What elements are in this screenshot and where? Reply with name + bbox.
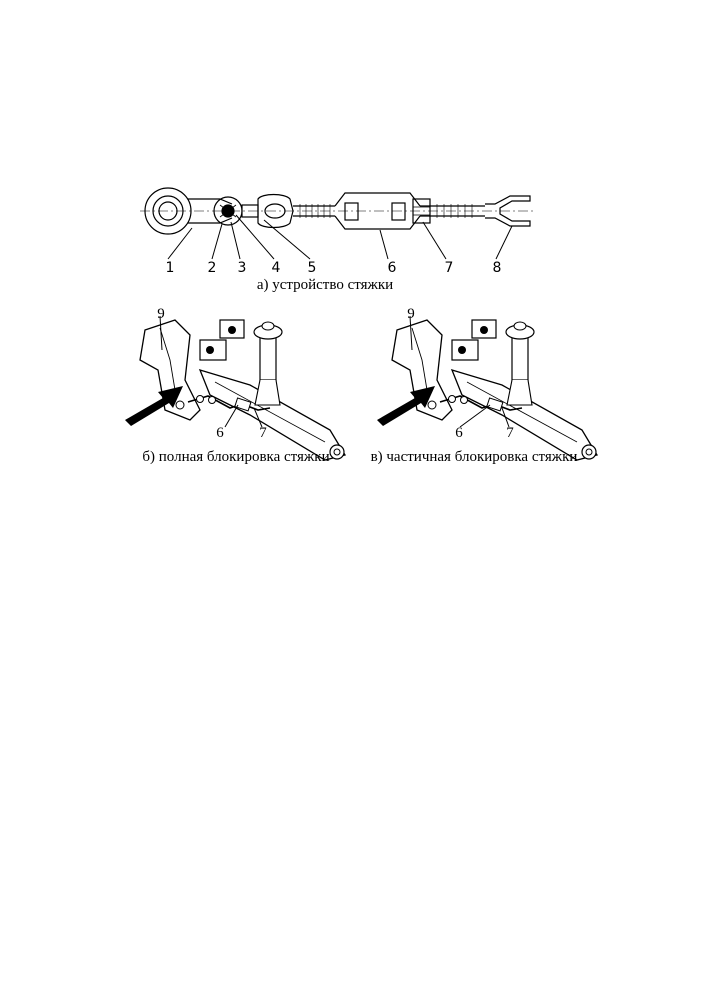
callout-5: 5 [308,260,317,276]
callout-8: 8 [493,260,502,276]
callout-numbers-a: 1 2 3 4 5 6 7 8 [166,260,502,276]
callout-7: 7 [445,260,454,276]
callout-7-b: 7 [259,425,267,441]
callout-leaders-a [167,214,513,260]
callout-2: 2 [208,260,217,276]
caption-c: в) частичная блокировка стяжки [371,449,578,465]
callout-9-c: 9 [407,306,415,322]
callout-7-c: 7 [506,425,514,441]
callout-9-b: 9 [157,306,165,322]
caption-b: б) полная блокировка стяжки [142,449,329,465]
caption-a: а) устройство стяжки [257,277,393,293]
callout-1: 1 [166,260,175,276]
callout-6-c: 6 [455,425,463,441]
assembly-partial-lock [377,315,598,461]
turnbuckle-drawing [140,187,535,235]
callout-6-b: 6 [216,425,224,441]
assembly-full-lock [125,315,346,461]
callout-4: 4 [272,260,281,276]
callout-6: 6 [388,260,397,276]
callout-3: 3 [238,260,247,276]
